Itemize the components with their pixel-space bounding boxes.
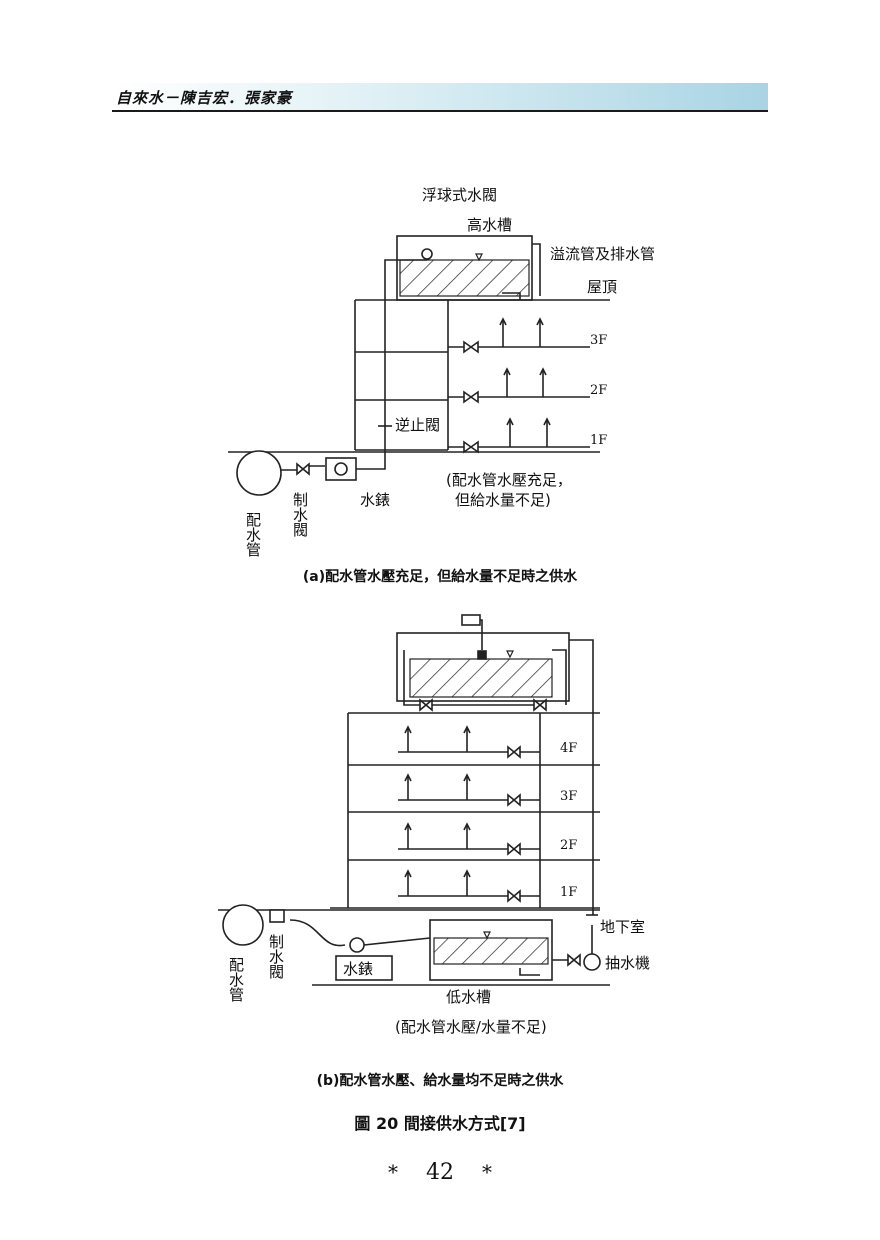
header-title: 自來水－陳吉宏．張家豪 <box>116 89 293 107</box>
caption-b: (b)配水管水壓、給水量均不足時之供水 <box>316 1073 564 1089</box>
label-floor-3f-a: 3F <box>590 333 607 348</box>
diagram-b <box>218 614 610 986</box>
label-check-valve: 逆止閥 <box>395 416 440 434</box>
footer-star-right: * <box>482 1160 492 1184</box>
label-floor-2f-b: 2F <box>560 838 577 853</box>
label-floor-4f-b: 4F <box>560 741 577 756</box>
label-floor-3f-b: 3F <box>560 789 577 804</box>
high-tank-water-b <box>409 658 553 698</box>
footer-star-left: * <box>388 1160 398 1184</box>
label-low-tank: 低水槽 <box>446 988 491 1006</box>
label-control-valve-a: 制水閥 <box>291 492 309 537</box>
label-supply-pipe-b: 配水管 <box>227 957 245 1002</box>
label-condition-a-line1: (配水管水壓充足， <box>446 471 572 489</box>
page-number: 42 <box>426 1160 454 1185</box>
label-high-tank: 高水槽 <box>467 216 512 234</box>
label-control-valve-b: 制水閥 <box>267 934 285 979</box>
high-tank-water-a <box>399 259 530 297</box>
label-supply-pipe-a: 配水管 <box>244 512 262 557</box>
label-water-meter-b: 水錶 <box>343 960 373 978</box>
label-pump: 抽水機 <box>605 954 650 972</box>
label-floor-2f-a: 2F <box>590 383 607 398</box>
figure-title: 圖 20 間接供水方式[7] <box>354 1114 526 1133</box>
diagram-a <box>228 235 610 496</box>
caption-a: (a)配水管水壓充足，但給水量不足時之供水 <box>302 569 578 585</box>
label-floor-1f-a: 1F <box>590 433 607 448</box>
label-overflow-pipe: 溢流管及排水管 <box>550 245 655 263</box>
label-float-valve: 浮球式水閥 <box>422 186 497 204</box>
label-roof: 屋頂 <box>587 278 617 296</box>
label-water-meter-a: 水錶 <box>360 491 390 509</box>
page-footer: * 42 * <box>0 1160 880 1185</box>
label-basement: 地下室 <box>600 918 645 936</box>
label-condition-a-line2: 但給水量不足) <box>455 491 551 509</box>
running-header: 自來水－陳吉宏．張家豪 <box>112 83 768 112</box>
low-tank-water <box>433 937 549 965</box>
label-condition-b: (配水管水壓/水量不足) <box>395 1018 547 1036</box>
label-floor-1f-b: 1F <box>560 885 577 900</box>
